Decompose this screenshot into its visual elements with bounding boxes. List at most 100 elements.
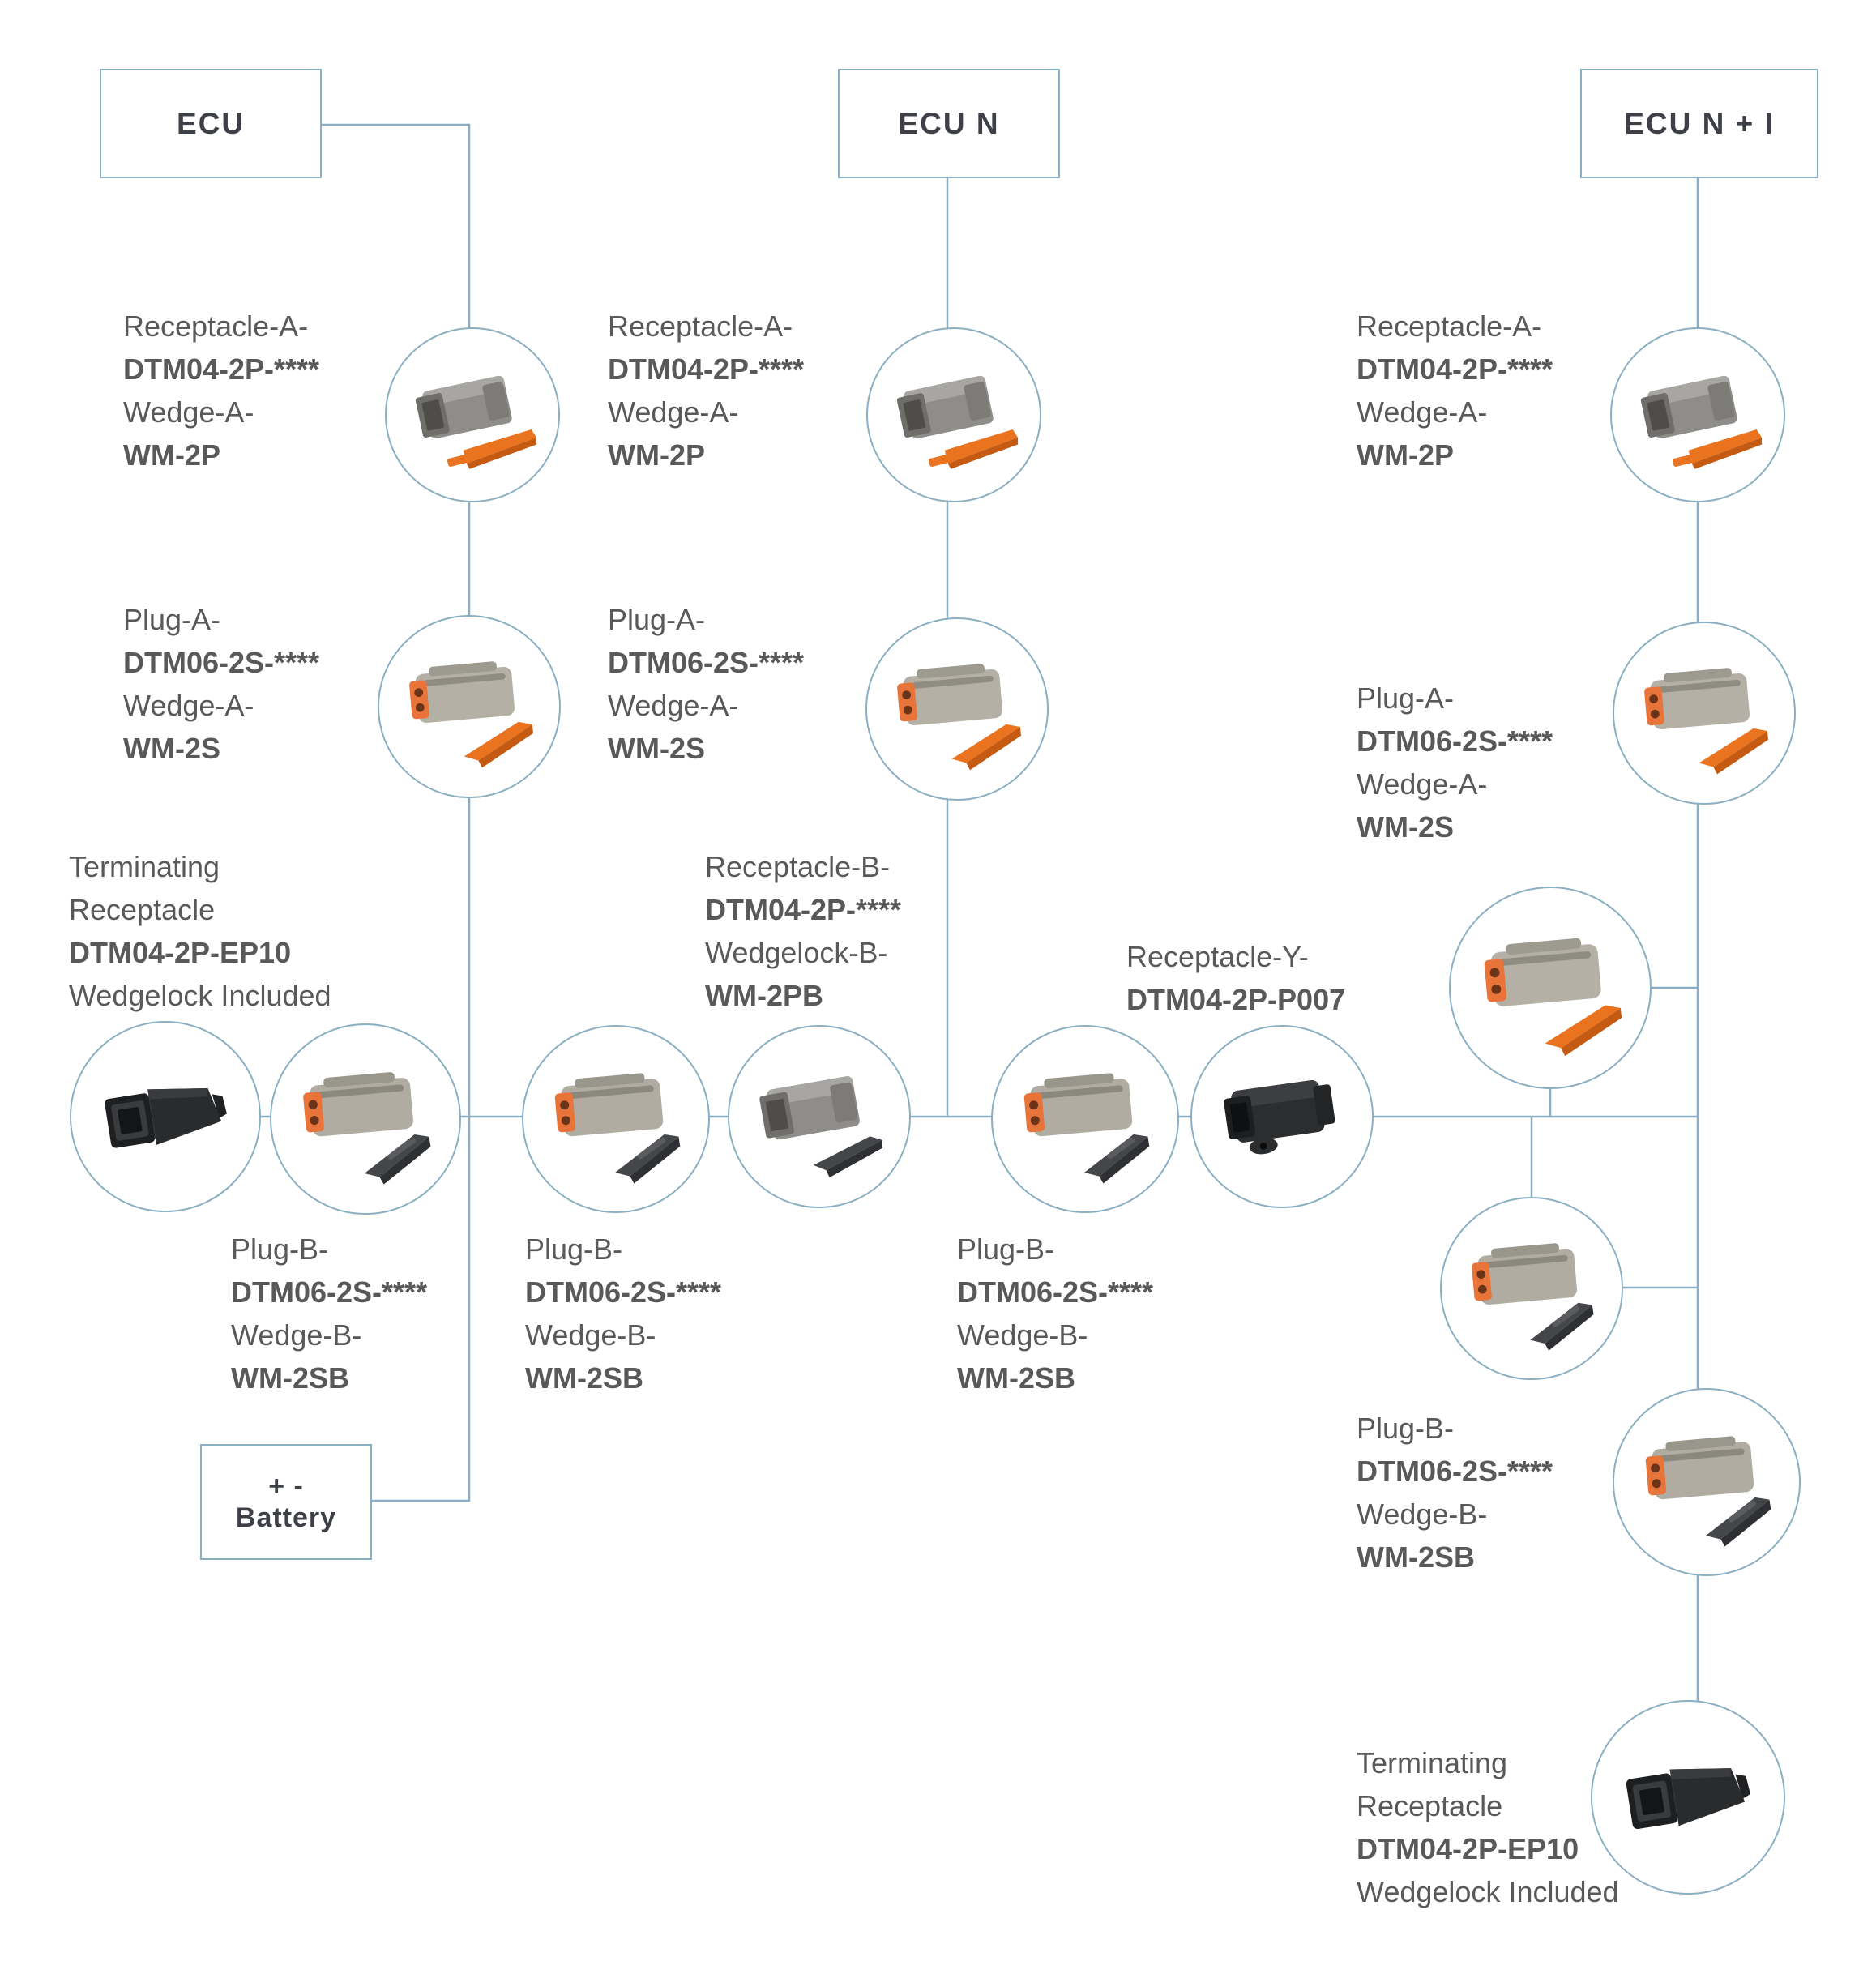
label-line: DTM06-2S-****: [123, 646, 320, 679]
label-terminating-col1: Terminating Receptacle DTM04-2P-EP10 Wed…: [69, 845, 331, 1017]
label-line: Receptacle: [69, 893, 216, 926]
node-ecu-label: ECU: [176, 106, 246, 140]
label-line: WM-2SB: [1357, 1540, 1475, 1574]
label-line: Plug-B-: [525, 1233, 623, 1266]
label-plug-b-col1: Plug-B- DTM06-2S-**** Wedge-B- WM-2SB: [231, 1228, 427, 1399]
label-line: WM-2SB: [525, 1361, 643, 1395]
plug-b-image: [1626, 1401, 1788, 1564]
node-ecu: ECU: [100, 69, 322, 178]
label-line: DTM04-2P-****: [705, 893, 902, 926]
receptacle-a-image: [878, 340, 1030, 491]
label-line: Plug-B-: [231, 1233, 329, 1266]
label-line: DTM06-2S-****: [1357, 724, 1553, 758]
label-receptacle-a-col2: Receptacle-A- DTM04-2P-**** Wedge-A- WM-…: [608, 305, 804, 476]
label-line: Terminating: [1357, 1746, 1508, 1779]
label-line: Receptacle-A-: [608, 310, 793, 343]
label-receptacle-y: Receptacle-Y- DTM04-2P-P007: [1126, 935, 1345, 1021]
label-line: Wedgelock Included: [1357, 1875, 1619, 1908]
receptacle-b-image: [740, 1037, 898, 1195]
label-line: Wedge-A-: [1357, 395, 1488, 429]
label-line: Wedge-A-: [123, 395, 254, 429]
label-line: Wedge-B-: [231, 1318, 362, 1352]
connector-circle-plug-b-col3-upper: [1440, 1197, 1623, 1380]
connector-circle-plug-a-col3-branch: [1449, 887, 1652, 1089]
connector-circle-receptacle-a-col3: [1610, 327, 1785, 502]
connector-circle-plug-a-col1: [378, 615, 561, 798]
label-line: WM-2S: [1357, 810, 1454, 844]
label-plug-a-col1: Plug-A- DTM06-2S-**** Wedge-A- WM-2S: [123, 598, 319, 770]
plug-a-image: [1625, 634, 1783, 792]
node-ecu-n-i: ECU N + I: [1580, 69, 1818, 178]
label-receptacle-a-col3: Receptacle-A- DTM04-2P-**** Wedge-A- WM-…: [1357, 305, 1553, 476]
label-receptacle-a-col1: Receptacle-A- DTM04-2P-**** Wedge-A- WM-…: [123, 305, 319, 476]
label-plug-a-col2: Plug-A- DTM06-2S-**** Wedge-A- WM-2S: [608, 598, 804, 770]
plug-a-image: [390, 627, 548, 785]
label-line: DTM04-2P-****: [1357, 352, 1553, 386]
receptacle-y-image: [1203, 1037, 1361, 1195]
label-plug-b-bus-left: Plug-B- DTM06-2S-**** Wedge-B- WM-2SB: [525, 1228, 721, 1399]
plug-b-image: [1004, 1038, 1167, 1201]
label-line: Plug-B-: [1357, 1412, 1455, 1445]
connector-circle-plug-a-col2: [865, 617, 1049, 801]
plug-b-image: [1452, 1209, 1610, 1367]
label-line: Wedge-A-: [123, 689, 254, 722]
label-line: DTM06-2S-****: [957, 1275, 1154, 1309]
label-receptacle-b: Receptacle-B- DTM04-2P-**** Wedgelock-B-…: [705, 845, 901, 1017]
connector-circle-receptacle-a-col1: [385, 327, 560, 502]
plug-b-image: [283, 1036, 448, 1202]
connector-circle-plug-b-col3-lower: [1613, 1388, 1801, 1576]
node-ecu-n-label: ECU N: [898, 106, 1000, 140]
label-line: WM-2P: [123, 438, 220, 472]
label-line: Wedge-B-: [525, 1318, 656, 1352]
label-line: WM-2PB: [705, 979, 823, 1012]
label-line: WM-2P: [608, 438, 705, 472]
receptacle-a-image: [1622, 340, 1774, 491]
label-line: Wedge-B-: [1357, 1497, 1488, 1531]
node-battery: + - Battery: [200, 1444, 372, 1560]
connector-circle-terminating-col3: [1591, 1700, 1785, 1895]
label-line: Wedge-A-: [1357, 767, 1488, 801]
label-plug-b-bus-right: Plug-B- DTM06-2S-**** Wedge-B- WM-2SB: [957, 1228, 1153, 1399]
connector-circle-terminating-col1: [70, 1021, 261, 1212]
label-line: Wedge-B-: [957, 1318, 1088, 1352]
label-line: DTM04-2P-****: [123, 352, 320, 386]
label-line: DTM04-2P-P007: [1126, 983, 1346, 1016]
connector-circle-plug-b-col1: [270, 1023, 461, 1215]
label-line: Plug-B-: [957, 1233, 1055, 1266]
label-line: DTM06-2S-****: [525, 1275, 722, 1309]
label-line: DTM04-2P-EP10: [69, 936, 292, 969]
label-terminating-col3: Terminating Receptacle DTM04-2P-EP10 Wed…: [1357, 1741, 1619, 1913]
battery-polarity-label: + -: [268, 1470, 304, 1502]
label-line: Wedgelock-B-: [705, 936, 888, 969]
connector-circle-receptacle-b: [728, 1025, 911, 1208]
label-line: DTM04-2P-EP10: [1357, 1832, 1579, 1865]
label-line: Plug-A-: [123, 603, 221, 636]
label-line: Receptacle-A-: [1357, 310, 1542, 343]
label-line: DTM06-2S-****: [608, 646, 805, 679]
terminating-receptacle-image: [83, 1034, 248, 1199]
terminating-receptacle-image: [1604, 1713, 1772, 1882]
label-line: Receptacle-A-: [123, 310, 309, 343]
battery-label: Battery: [235, 1502, 337, 1533]
label-line: DTM04-2P-****: [608, 352, 805, 386]
label-line: DTM06-2S-****: [1357, 1455, 1553, 1488]
plug-a-image: [878, 630, 1036, 788]
label-line: WM-2S: [608, 732, 705, 765]
label-line: Receptacle: [1357, 1789, 1503, 1822]
connector-circle-receptacle-y: [1190, 1025, 1374, 1208]
plug-a-image: [1463, 900, 1638, 1075]
label-line: Receptacle-B-: [705, 850, 891, 883]
label-line: Wedgelock Included: [69, 979, 331, 1012]
plug-b-image: [535, 1038, 698, 1201]
label-line: Terminating: [69, 850, 220, 883]
label-line: WM-2S: [123, 732, 220, 765]
label-line: WM-2SB: [957, 1361, 1075, 1395]
node-ecu-n: ECU N: [838, 69, 1060, 178]
label-line: Receptacle-Y-: [1126, 940, 1309, 973]
label-line: Wedge-A-: [608, 395, 739, 429]
label-line: Wedge-A-: [608, 689, 739, 722]
connector-circle-plug-b-bus-left: [522, 1025, 710, 1213]
connector-circle-plug-b-bus-right: [991, 1025, 1179, 1213]
label-line: Plug-A-: [608, 603, 706, 636]
